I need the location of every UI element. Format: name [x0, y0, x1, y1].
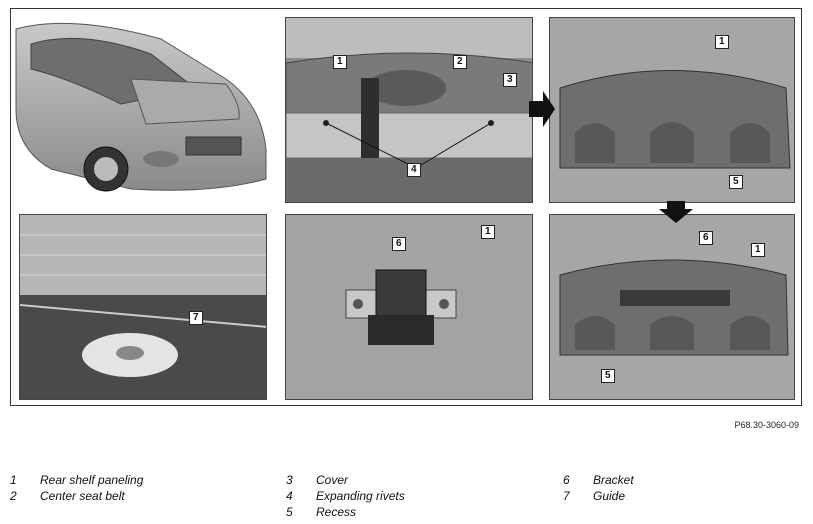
figure-reference: P68.30-3060-09 — [734, 420, 799, 430]
car-illustration — [15, 22, 267, 192]
callout-1: 1 — [715, 35, 729, 49]
panel-bracket — [285, 214, 533, 400]
panel-shelf-top — [285, 17, 533, 203]
callout-6: 6 — [699, 231, 713, 245]
callout-6: 6 — [392, 237, 406, 251]
trunk-illustration — [20, 215, 266, 399]
callout-4: 4 — [407, 163, 421, 177]
shelf-interior-illustration — [286, 18, 532, 202]
callout-3: 3 — [503, 73, 517, 87]
panel-paneling-removed — [549, 17, 795, 203]
callout-5: 5 — [729, 175, 743, 189]
panel-paneling-underside — [549, 214, 795, 400]
panel-guide — [19, 214, 267, 400]
panel-car-rear — [11, 9, 269, 209]
arrow-down-icon — [659, 201, 693, 223]
illustration-frame: 1 2 3 4 1 5 7 — [10, 8, 802, 406]
callout-1: 1 — [333, 55, 347, 69]
arrow-right-icon — [529, 91, 555, 127]
callout-5: 5 — [601, 369, 615, 383]
bracket-illustration — [286, 215, 532, 399]
callout-1: 1 — [751, 243, 765, 257]
callout-7: 7 — [189, 311, 203, 325]
callout-2: 2 — [453, 55, 467, 69]
callout-1: 1 — [481, 225, 495, 239]
paneling-illustration — [550, 18, 794, 202]
